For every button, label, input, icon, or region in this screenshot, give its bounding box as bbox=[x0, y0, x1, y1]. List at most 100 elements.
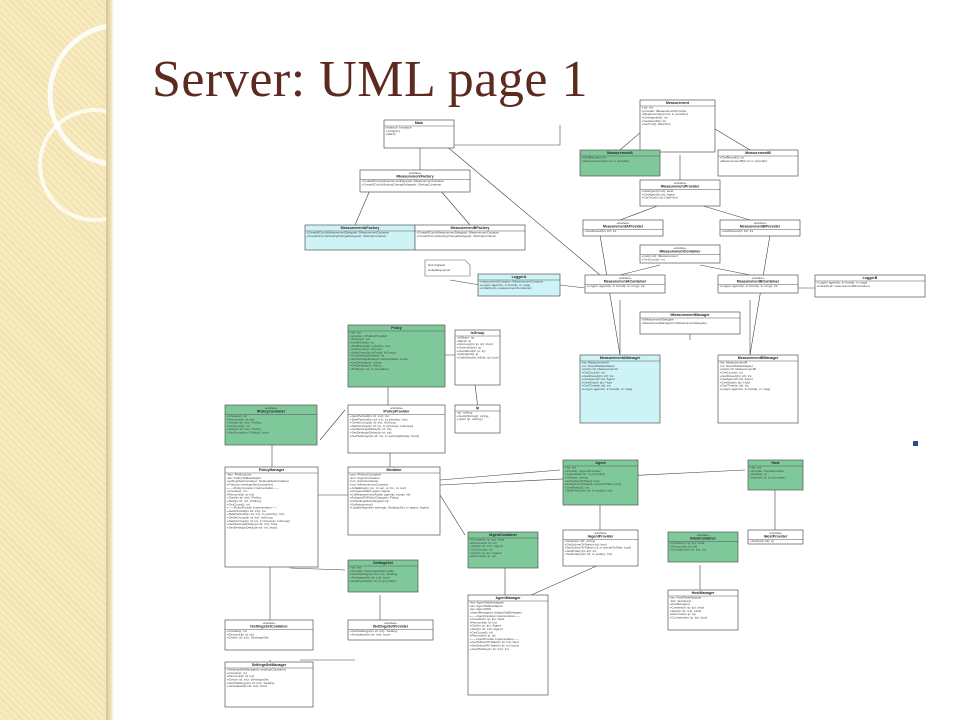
class-policymanager: PolicyManager-list: PolicyList-tas: Poli… bbox=[224, 466, 319, 568]
class-member: +Create(): int bbox=[227, 629, 248, 633]
class-member: +SetIsGroup(in IsGroup: IsGroup) bbox=[350, 350, 397, 354]
class-imcontainer: «interface»IMeasurementContainer+Get(in … bbox=[639, 244, 721, 264]
class-stereotype: «interface» bbox=[263, 621, 276, 625]
class-member: +GetTime(in id): int bbox=[720, 384, 749, 388]
class-member: -isEnd: ip bbox=[457, 339, 472, 343]
class-member: +Set(in id: int, Policy) bbox=[227, 499, 262, 503]
class-member: +provider: IMeasurementProvider bbox=[642, 109, 687, 113]
class-name: MeasurementAManager bbox=[600, 356, 641, 360]
class-member: +SetIsEnd(): ip bbox=[457, 352, 479, 356]
class-member: -acs: IAgentContainer bbox=[350, 476, 381, 480]
class-box bbox=[667, 531, 739, 563]
class-ipolicycontainer: «interface»IPolicyContainer+Create(): in… bbox=[224, 404, 318, 446]
class-member: +Get(in ip: ip): Agent bbox=[470, 551, 502, 555]
class-member: +GetCount(): int bbox=[470, 630, 494, 634]
class-member: +GetAgent(in id): Host bbox=[642, 189, 674, 193]
class-box bbox=[579, 149, 661, 177]
class-member: +CreateMCon(IsMeasurementDelegate): IMea… bbox=[307, 231, 390, 235]
class-stereotype: «interface» bbox=[594, 531, 607, 535]
class-member: +Create(): int bbox=[227, 671, 248, 675]
class-member: +Log(in agentIp, in hostIp, in msg) bbox=[582, 387, 633, 391]
class-member: -tas: HostTableAdapter bbox=[670, 596, 702, 600]
class-member: +Log(in agentIp, in hostIp, in msg) bbox=[817, 281, 868, 285]
class-member: +GetCount(): int bbox=[582, 371, 606, 375]
class-mbcontainer: «interface»MeasurementBContainer+Log(in … bbox=[717, 274, 799, 294]
class-member: +GetIsGroup(in id: int): IsGroup bbox=[227, 516, 274, 520]
class-member: +GetIpString(): string bbox=[457, 414, 490, 418]
class-stereotype: «interface» bbox=[674, 246, 687, 250]
class-member: -tas: AgentTableAdapter bbox=[470, 604, 504, 608]
class-name: Mediator bbox=[387, 468, 403, 472]
class-member: +GetCount(): int bbox=[470, 548, 494, 552]
class-member: +Set(in policy: Policy): bool bbox=[227, 431, 270, 435]
class-member: +GetAgent(in id): Agent bbox=[642, 192, 676, 196]
class-box bbox=[582, 219, 664, 237]
class-member: +GetSettingsDelay(in id: int): bool bbox=[227, 522, 278, 526]
class-member: +Init(ptr) bbox=[386, 129, 401, 133]
class-mafactory: MeasurementAFactory+CreateMCon(IsMeasure… bbox=[304, 224, 416, 251]
class-member: +Id: int bbox=[565, 466, 577, 470]
class-member: +Get(in id: int): SettingsSet bbox=[227, 678, 269, 682]
class-maprovider: «interface»MeasurementAProvider+GetResul… bbox=[582, 219, 664, 237]
class-name: SettingsSetManager bbox=[252, 663, 287, 667]
class-name: Main bbox=[415, 121, 423, 125]
class-member: +——IAgentContainer implementation—— bbox=[470, 614, 521, 618]
class-member: +CreateSCon(IsSettingChangeDelegate): IS… bbox=[417, 234, 497, 238]
class-member: +Remove(in id: int) bbox=[227, 632, 255, 636]
class-member: +Remove(in ip: ip) bbox=[670, 612, 696, 616]
class-member: +GetPeriod(in id: int): int bbox=[350, 414, 390, 418]
class-name: ISettingsSetProvider bbox=[373, 624, 409, 628]
class-name: MeasurementAContainer bbox=[604, 279, 647, 283]
class-member: +GetIp(): string bbox=[565, 476, 589, 480]
class-box bbox=[347, 619, 434, 641]
class-member: instance: Instance bbox=[386, 126, 413, 130]
class-member: -tas: PolicyTableAdapter bbox=[227, 476, 262, 480]
class-box bbox=[304, 224, 416, 251]
class-member: +Get(in ip: ip): Agent bbox=[470, 624, 502, 628]
class-member: +GetResult(in id): int bbox=[582, 374, 614, 378]
class-iagentprovider: «interface»IAgentProvider+GetIp(in id): … bbox=[562, 529, 639, 567]
class-member: +GetAgentId(): int bbox=[642, 116, 668, 120]
class-member: +GetResult(): int bbox=[720, 156, 745, 160]
class-mediator: Mediator-pcs: IPolicyContainer-acs: IAge… bbox=[347, 466, 441, 536]
class-member: -provider: IAgentProvider bbox=[565, 469, 601, 473]
class-member: +Remove(in ip: ip) bbox=[470, 554, 496, 558]
class-immanager: IMeasurementManager-IsMeasurementDelegat… bbox=[639, 311, 741, 335]
class-member: +MeasurementB(in id, in provider) bbox=[720, 159, 768, 163]
class-member: -provider: IPolicyProvider bbox=[350, 334, 388, 338]
class-box bbox=[639, 99, 716, 153]
class-settingsset: SettingsSet+id: int-provider: ISettingsS… bbox=[347, 559, 419, 593]
class-member: +Remove(in id: int) bbox=[227, 674, 255, 678]
class-member: +SetSettingsDelay(in settingDelay: bool) bbox=[350, 357, 408, 361]
class-member: +SetPeriod(in id: int, in priority: int) bbox=[350, 417, 408, 421]
class-loggera: LoggerA-measurementContainer: IMeasureme… bbox=[477, 273, 561, 297]
class-member: +Get(in id: int): Policy bbox=[227, 496, 263, 500]
class-member: +Get(in id): IMeasurement bbox=[642, 254, 679, 258]
class-measurementa: MeasurementA+GetResult(): int+Measuremen… bbox=[579, 149, 661, 177]
class-box bbox=[562, 529, 639, 567]
class-measurementb: MeasurementB+GetResult(): int+Measuremen… bbox=[717, 149, 799, 177]
class-stereotype: «interface» bbox=[754, 221, 767, 225]
class-box bbox=[224, 661, 314, 708]
class-mfactory: «interface»IMeasurementFactory+CreateMCo… bbox=[359, 169, 471, 193]
class-member: +GetSettings(in id: int, in settingsDela… bbox=[350, 434, 420, 438]
class-member: +Measurement(in id, in provider) bbox=[642, 112, 689, 116]
class-member: +GetCount(): int bbox=[642, 257, 666, 261]
class-member: +Policy(): int bbox=[350, 337, 371, 341]
class-member: +Policy(in id, in provider) bbox=[350, 367, 389, 371]
class-member: +CreateSCon(IsSettingChangeDelegate): IS… bbox=[362, 182, 442, 186]
class-member: +GetSettings(): string bbox=[350, 360, 383, 364]
class-box bbox=[562, 459, 639, 506]
class-member: -list: AgentTableAdapter bbox=[470, 601, 505, 605]
class-member: +CreateSCon(IsSettingChangeDelegate): IS… bbox=[307, 234, 387, 238]
class-member: -settingsSetContainer: SettingsSetContai… bbox=[227, 479, 290, 483]
class-member: +SetIsGroup(in id: int, in IsGroup: IsGr… bbox=[350, 424, 414, 428]
class-box bbox=[347, 324, 446, 388]
class-member: +CreateMCon(IsMeasurementDelegate): IMea… bbox=[417, 231, 500, 235]
class-name: MeasurementBFactory bbox=[451, 226, 490, 230]
class-member: -list: HostList bbox=[670, 599, 692, 603]
class-member: +IsGroup(in ip: ip): bool bbox=[457, 342, 494, 346]
class-member: +GetPolicy(in id): int bbox=[565, 549, 597, 553]
class-member: +Remove(in id: int) bbox=[470, 541, 498, 545]
